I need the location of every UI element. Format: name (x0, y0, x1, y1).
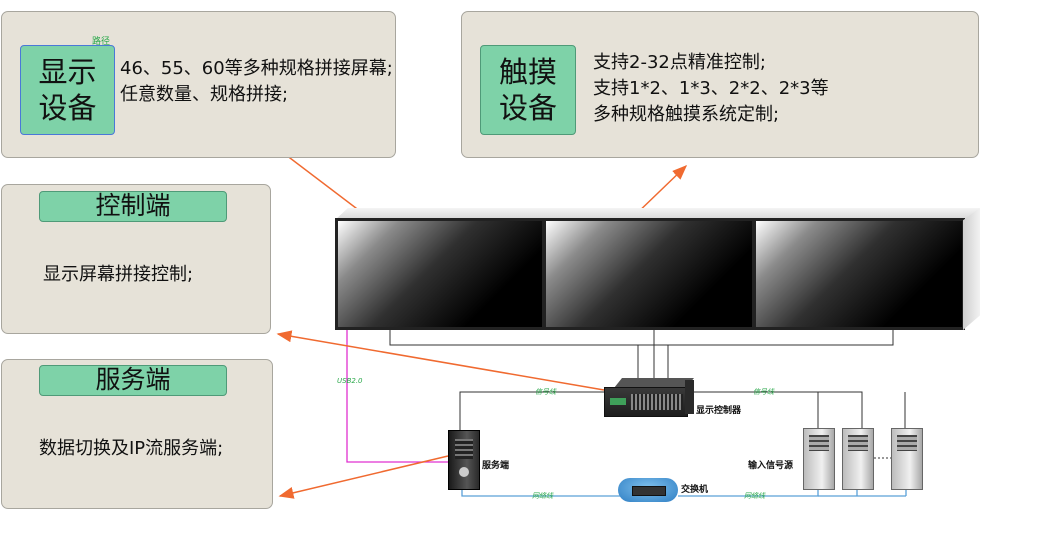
signal-line-label-left: 信号线 (535, 388, 556, 396)
display-device-overlay-label: 路径 (92, 37, 111, 47)
network-line-label-left: 网络线 (532, 492, 553, 500)
display-controller-side (685, 380, 694, 414)
service-end-text: 数据切换及IP流服务端; (39, 438, 224, 459)
input-source-tower-2 (842, 428, 874, 490)
video-wall-top-bezel (335, 208, 980, 220)
touch-device-description: 支持2-32点精准控制; 支持1*2、1*3、2*2、2*3等 多种规格触摸系统… (593, 50, 829, 128)
video-wall-screen-3 (753, 218, 965, 330)
network-line-label-right: 网络线 (744, 492, 765, 500)
display-controller-front (604, 387, 688, 417)
input-source-tower-3 (891, 428, 923, 490)
touch-device-tag-line-1: 触摸 (498, 55, 557, 89)
video-wall-side-bezel (963, 208, 980, 330)
video-wall-screen-2 (543, 218, 755, 330)
server-label: 服务端 (482, 461, 510, 471)
display-controller-top (614, 378, 694, 388)
display-controller-ports (631, 394, 683, 410)
switch-box (632, 486, 666, 496)
input-source-tower-1-bays (809, 435, 829, 451)
signal-line-label-right: 信号线 (753, 388, 774, 396)
input-source-tower-1 (803, 428, 835, 490)
switch-cloud-icon (618, 478, 678, 502)
display-device-tag-line-2: 设备 (38, 91, 97, 125)
server-tower (448, 430, 480, 490)
usb-line-label: USB2.0 (337, 377, 363, 385)
display-device-line-1: 46、55、60等多种规格拼接屏幕; (120, 58, 393, 79)
service-end-title: 服务端 (39, 365, 227, 396)
server-tower-logo (459, 467, 469, 477)
display-device-description: 46、55、60等多种规格拼接屏幕; 任意数量、规格拼接; (120, 56, 393, 108)
touch-device-line-3: 多种规格触摸系统定制; (593, 104, 780, 125)
control-end-title: 控制端 (39, 191, 227, 222)
switch-label: 交换机 (681, 485, 709, 495)
touch-device-line-1: 支持2-32点精准控制; (593, 52, 766, 73)
display-device-line-2: 任意数量、规格拼接; (120, 84, 289, 105)
input-source-tower-2-bays (848, 435, 868, 451)
display-device-tag-line-1: 显示 (38, 55, 97, 89)
touch-device-tag-line-2: 设备 (498, 91, 557, 125)
server-tower-bays (455, 439, 473, 459)
display-controller-device (604, 378, 694, 417)
display-device-tag: 显示 设备 (20, 45, 115, 135)
display-controller-label: 显示控制器 (696, 406, 742, 416)
input-source-tower-3-bays (897, 435, 917, 451)
input-source-label: 输入信号源 (748, 461, 794, 471)
video-wall-screen-1 (335, 218, 545, 330)
control-end-text: 显示屏幕拼接控制; (43, 264, 194, 285)
video-wall (335, 208, 980, 332)
display-controller-screen (610, 398, 626, 405)
touch-device-line-2: 支持1*2、1*3、2*2、2*3等 (593, 78, 829, 99)
touch-device-tag: 触摸 设备 (480, 45, 576, 135)
